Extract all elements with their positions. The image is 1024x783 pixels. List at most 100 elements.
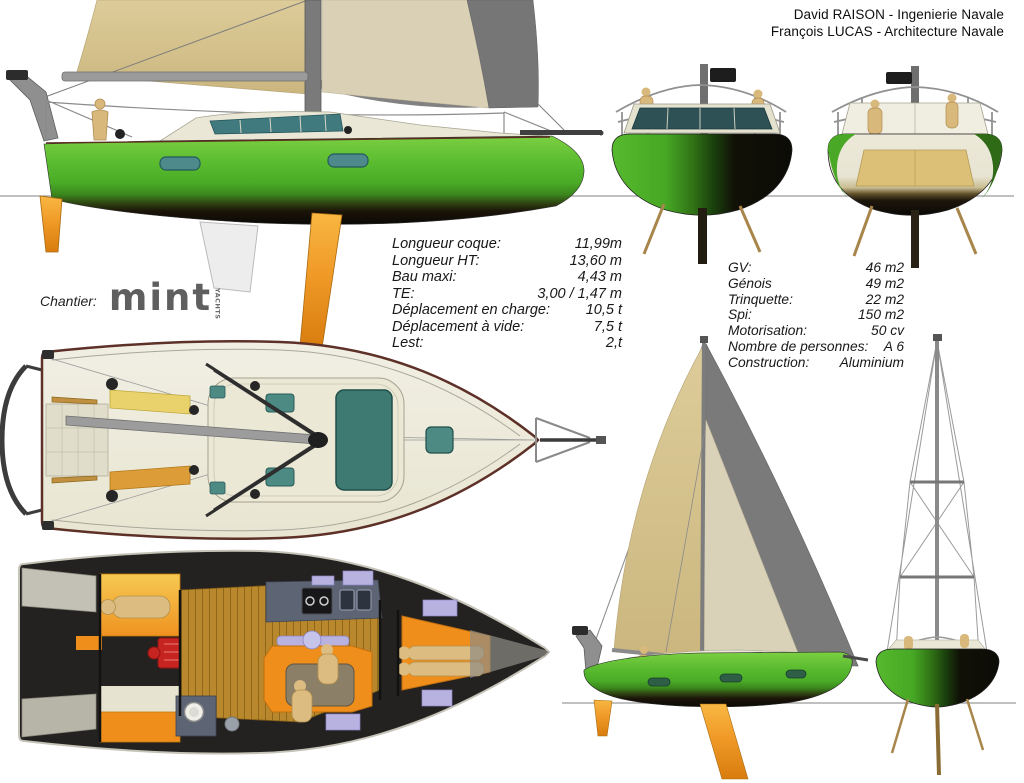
winch [344, 126, 352, 134]
crew-figure-body [945, 101, 959, 129]
galley-sink [356, 589, 372, 611]
inner-stay [665, 429, 706, 653]
crew-figure-head [947, 93, 957, 103]
cockpit-grating [46, 404, 108, 476]
hull-side [43, 135, 585, 225]
spec-row: Motorisation:50 cv [728, 323, 904, 339]
toilet-bowl [189, 707, 199, 717]
spec-row: Construction:Aluminium [728, 354, 904, 370]
lavender-cushion [422, 599, 458, 617]
galley-stove [301, 587, 333, 615]
spec-row: Spi:150 m2 [728, 307, 904, 323]
guardrails [45, 99, 557, 141]
mast [911, 66, 919, 136]
aft-cabin-sole [100, 686, 180, 712]
galley-sink [339, 589, 355, 611]
hull-green-edge [974, 134, 1002, 199]
interior-plan-view [18, 549, 551, 755]
winch [189, 465, 199, 475]
twin-rudder [965, 698, 985, 751]
deck-plan-view [0, 340, 606, 540]
winch [250, 381, 260, 391]
rudder [593, 699, 613, 737]
logo-vertical-text: YACHTS [213, 288, 222, 320]
tiller [51, 475, 98, 484]
stern-locker [21, 567, 97, 613]
masthead [933, 334, 942, 341]
stern-view [827, 66, 1003, 268]
keel-blade [698, 208, 707, 264]
boom [61, 71, 309, 82]
genoa-dark-panel [466, 0, 539, 109]
bowsprit-tip [598, 130, 604, 136]
mainsail [613, 342, 705, 659]
keel-blade [935, 703, 941, 776]
lavender-cushion [311, 575, 335, 586]
portlight [719, 673, 743, 683]
winch [106, 490, 118, 502]
stern-locker [21, 693, 97, 738]
bowsprit [842, 654, 869, 662]
washbasin [224, 716, 240, 732]
hull-bow [611, 133, 793, 216]
crew-figure-head [870, 99, 880, 109]
bow-locker [470, 630, 549, 678]
masthead-gear [886, 72, 912, 84]
bow-view [611, 64, 793, 264]
cockpit-floor [45, 403, 109, 477]
windvane-head [572, 626, 588, 635]
side-profile-view [6, 0, 604, 349]
deck-hatch [209, 385, 226, 399]
engine-pulley [147, 646, 161, 660]
windshield-frames [666, 107, 736, 130]
mast-foot [308, 432, 328, 448]
lifelines [51, 348, 521, 532]
mast [304, 0, 322, 114]
spec-row: Longueur coque:11,99m [392, 236, 622, 252]
coachroof-window-band [209, 113, 344, 135]
foredeck-hatch [425, 426, 454, 454]
mainsail [75, 0, 309, 95]
canting-keel [299, 212, 343, 349]
spec-row: Bau maxi:4,43 m [392, 269, 622, 285]
forestay-line [537, 103, 567, 133]
coachroof-inner-line [213, 383, 399, 497]
crew-figure-lying [111, 595, 171, 619]
twin-rudder [852, 205, 874, 257]
cabin-window [265, 467, 295, 487]
crew-figure-body [91, 109, 109, 141]
portlight [159, 156, 201, 171]
genoa-light-panel [321, 0, 490, 109]
spec-row: Longueur HT:13,60 m [392, 252, 622, 269]
hull-bow [875, 648, 1000, 708]
spec-row: GV:46 m2 [728, 260, 904, 275]
crew-figure-head [640, 646, 648, 654]
credits-block: David RAISON - Ingenierie Navale Françoi… [771, 6, 1004, 40]
windvane-head [6, 70, 28, 80]
builder-label: Chantier: [40, 292, 97, 309]
crew-figure-body [904, 636, 913, 650]
lavender-cushion [325, 713, 361, 731]
crew-figure-head [641, 87, 651, 97]
crew-figure-head [753, 89, 763, 99]
crew-figure-body [867, 107, 883, 135]
spreader-bar [213, 438, 323, 512]
spec-row: Déplacement à vide:7,5 t [392, 318, 622, 335]
hull-specs-table: Longueur coque:11,99m Longueur HT:13,60 … [392, 236, 622, 352]
keel-blade [911, 210, 919, 268]
toe-rail [45, 136, 551, 144]
lavender-cushion [421, 689, 453, 707]
tiller [51, 396, 98, 405]
credit-line-1: David RAISON - Ingenierie Navale [793, 7, 1004, 22]
spec-row: Déplacement en charge:10,5 t [392, 302, 622, 318]
windvane-frame [9, 73, 59, 142]
logo-wordmark: mint [108, 276, 213, 319]
cabin-window [265, 393, 295, 413]
shroud-lines [885, 340, 989, 659]
winch [250, 489, 260, 499]
